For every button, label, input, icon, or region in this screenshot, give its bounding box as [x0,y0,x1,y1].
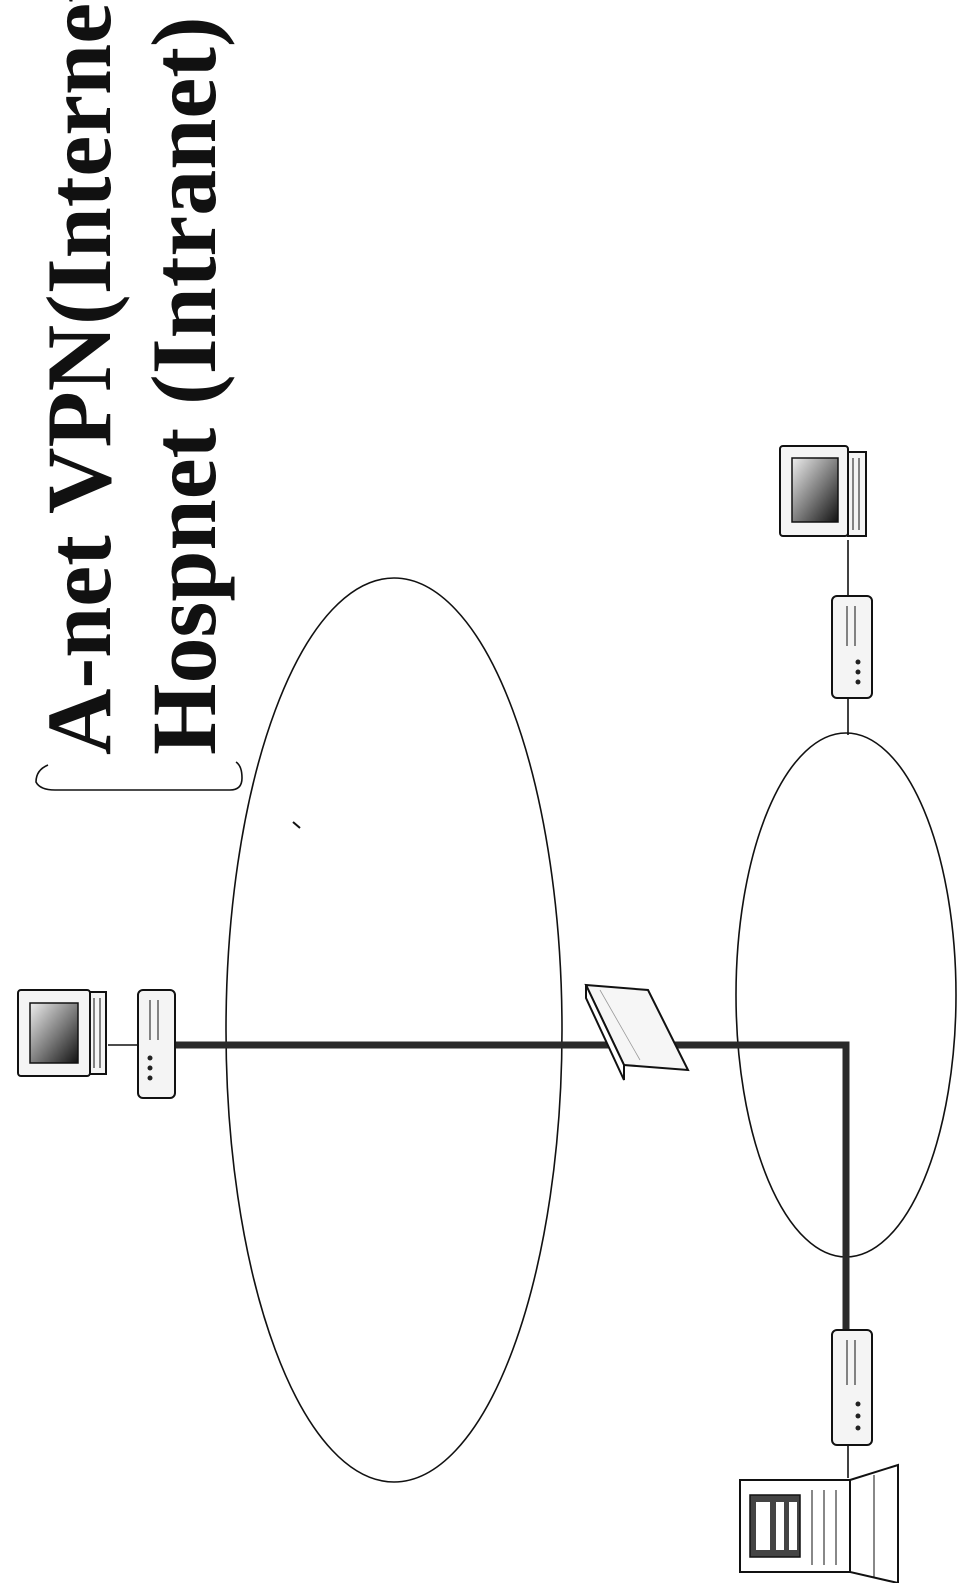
left-terminal-icon [17,989,107,1077]
right-bottom-modem-icon [831,1329,873,1446]
right-top-modem-icon [831,595,873,699]
firewall-icon [584,983,690,1081]
title-bracket [35,761,243,791]
server-icon [739,1463,899,1583]
stray-mark [292,821,301,829]
vpn-connection-path [175,1041,850,1330]
internet-cloud [225,577,563,1483]
title-line-2: Hospnet (Intranet) [133,16,235,755]
title-line-1: A-net VPN(Internet) [28,0,130,755]
right-terminal-icon [779,445,867,537]
left-modem-icon [137,989,176,1099]
title-block: A-net VPN(Internet) Hospnet (Intranet) [28,0,243,791]
